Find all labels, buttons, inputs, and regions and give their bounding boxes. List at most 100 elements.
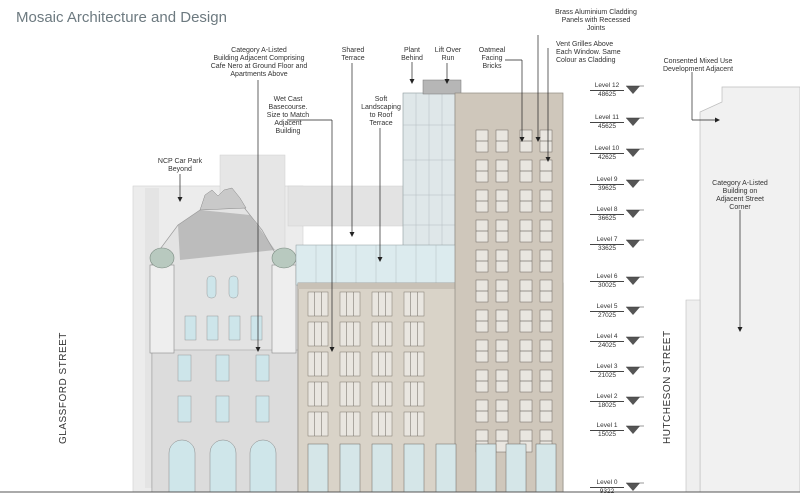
level-marker-icon — [626, 483, 640, 491]
level-name: Level 8 — [590, 206, 624, 215]
annotation-oatmeal-facing-bricks: Oatmeal Facing Bricks — [478, 47, 506, 70]
leader-lines — [179, 35, 741, 350]
window — [339, 321, 361, 347]
level-height: 9322 — [599, 487, 615, 495]
lower-windows — [307, 291, 425, 437]
level-marker-icon — [626, 149, 640, 157]
level-name: Level 5 — [590, 303, 624, 312]
annotation-soft-landscaping: Soft Landscaping to Roof Terrace — [361, 96, 401, 127]
street-label-hutcheson: HUTCHESON STREET — [662, 330, 673, 444]
level-marker-icon — [626, 210, 640, 218]
annotation-wet-cast-basecourse: Wet Cast Basecourse. Size to Match Adjac… — [266, 96, 310, 135]
leader-arrowheads — [177, 79, 743, 352]
ground-shopfronts — [307, 443, 557, 493]
level-height: 18025 — [597, 401, 617, 409]
level-markers — [626, 85, 644, 491]
level-name: Level 11 — [590, 114, 624, 123]
page-title: Mosaic Architecture and Design — [16, 9, 227, 26]
level-name: Level 2 — [590, 393, 624, 402]
window — [339, 411, 361, 437]
level-name: Level 10 — [590, 145, 624, 154]
annotation-lift-over-run: Lift Over Run — [434, 47, 462, 62]
level-height: 15025 — [597, 430, 617, 438]
shopfront-window — [307, 443, 329, 493]
level-height: 39625 — [597, 184, 617, 192]
level-height: 48625 — [597, 90, 617, 98]
window — [403, 291, 425, 317]
window — [403, 381, 425, 407]
window — [307, 381, 329, 407]
level-marker-icon — [626, 426, 640, 434]
window — [371, 411, 393, 437]
window — [307, 291, 329, 317]
level-marker-icon — [626, 180, 640, 188]
shopfront-window — [371, 443, 393, 493]
window — [371, 291, 393, 317]
level-name: Level 3 — [590, 363, 624, 372]
shopfront-window — [435, 443, 457, 493]
level-marker-icon — [626, 397, 640, 405]
annotation-consented-development: Consented Mixed Use Development Adjacent — [662, 58, 734, 73]
level-height: 36625 — [597, 214, 617, 222]
window — [403, 411, 425, 437]
window — [403, 321, 425, 347]
shopfront-window — [505, 443, 527, 493]
window — [307, 411, 329, 437]
plant-room — [422, 79, 462, 95]
level-marker-icon — [626, 86, 640, 94]
annotation-plant-behind: Plant Behind — [401, 47, 423, 62]
level-marker-icon — [626, 307, 640, 315]
level-name: Level 1 — [590, 422, 624, 431]
level-marker-icon — [626, 367, 640, 375]
adjacent-corner-building — [685, 299, 701, 493]
level-height: 21025 — [597, 371, 617, 379]
window — [339, 381, 361, 407]
level-marker-icon — [626, 337, 640, 345]
level-name: Level 6 — [590, 273, 624, 282]
level-height: 45625 — [597, 122, 617, 130]
street-label-glassford: GLASSFORD STREET — [58, 332, 69, 444]
level-marker-icon — [626, 118, 640, 126]
level-height: 24025 — [597, 341, 617, 349]
level-height: 27025 — [597, 311, 617, 319]
lift-core-mullions — [403, 93, 455, 253]
level-marker-icon — [626, 240, 640, 248]
shopfront-window — [535, 443, 557, 493]
tower-windows — [475, 129, 553, 453]
shopfront-window — [475, 443, 497, 493]
level-marker-icon — [626, 277, 640, 285]
window — [371, 321, 393, 347]
level-name: Level 0 — [590, 479, 624, 488]
shopfront-window — [403, 443, 425, 493]
shopfront-window — [339, 443, 361, 493]
listed-building — [149, 187, 299, 493]
window — [371, 351, 393, 377]
annotation-brass-cladding: Brass Aluminium Cladding Panels with Rec… — [555, 9, 637, 32]
annotation-ncp-car-park: NCP Car Park Beyond — [157, 158, 203, 173]
annotation-shared-terrace: Shared Terrace — [341, 47, 365, 62]
parapet-band — [298, 283, 563, 289]
window — [339, 291, 361, 317]
level-name: Level 4 — [590, 333, 624, 342]
level-height: 42625 — [597, 153, 617, 161]
window — [403, 351, 425, 377]
level-height: 30025 — [597, 281, 617, 289]
background-block — [287, 185, 409, 227]
level-height: 33625 — [597, 244, 617, 252]
annotation-category-a-corner: Category A-Listed Building on Adjacent S… — [712, 180, 768, 211]
consented-development-adjacent — [699, 86, 800, 493]
